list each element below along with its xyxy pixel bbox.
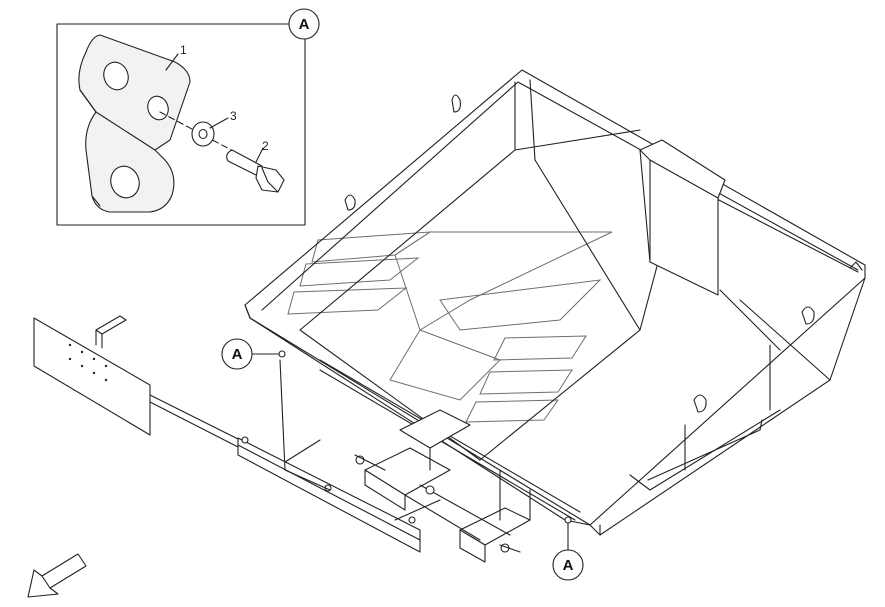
bolt — [226, 149, 285, 193]
direction-arrow-icon — [27, 553, 87, 598]
watermark-logo — [287, 231, 613, 423]
part-label-3: 3 — [230, 109, 237, 123]
support-arm — [33, 315, 441, 553]
callout-a-left: A — [221, 338, 286, 370]
svg-text:A: A — [232, 346, 243, 363]
lifting-eyes — [344, 94, 863, 413]
leader-1 — [165, 53, 179, 71]
svg-text:A: A — [563, 557, 574, 574]
leader-3 — [209, 117, 229, 129]
part-label-2: 2 — [262, 139, 269, 153]
mounting-bracket — [78, 34, 191, 213]
detail-view-a: 1 3 2 A — [56, 8, 320, 226]
callout-a-detail: A — [288, 8, 320, 40]
svg-text:A: A — [299, 16, 310, 33]
part-label-1: 1 — [180, 43, 187, 57]
washer — [191, 121, 215, 147]
mounting-frame — [354, 409, 531, 563]
hopper-bin — [244, 69, 866, 536]
callout-a-bottom: A — [552, 516, 584, 581]
leader-2 — [255, 147, 264, 163]
